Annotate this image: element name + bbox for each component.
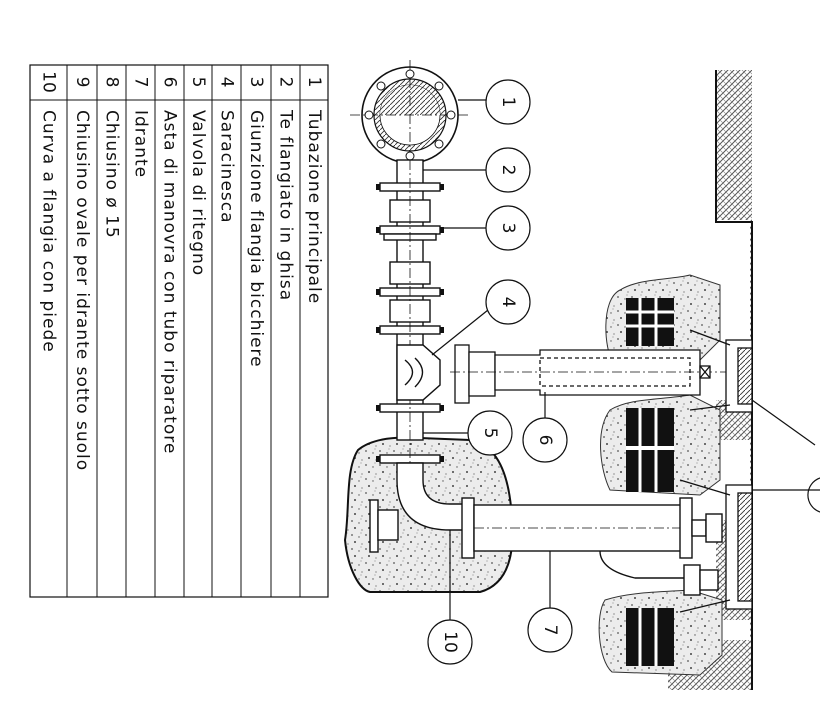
brick-blocks-middle (626, 408, 674, 492)
legend-number: 8 (102, 77, 122, 88)
svg-text:3: 3 (498, 223, 518, 234)
brick-blocks-upper (626, 298, 674, 346)
callout-6: 6 (522, 392, 568, 463)
legend-border (29, 64, 329, 598)
svg-text:2: 2 (498, 165, 518, 176)
callout-4: 4 (431, 279, 531, 356)
legend-number: 2 (276, 77, 296, 88)
legend-label: Tubazione principale (304, 109, 324, 304)
manhole-frames (679, 329, 753, 613)
callout-7: 7 (527, 551, 573, 653)
legend-label: Chiusino ø 15 (102, 110, 122, 239)
legend-number: 4 (217, 77, 237, 88)
legend-number: 1 (304, 77, 324, 88)
svg-text:5: 5 (480, 428, 500, 439)
legend-label: Asta di manovra con tubo riparatore (160, 110, 180, 454)
legend-number: 6 (160, 77, 180, 88)
main-pipe-section (350, 60, 470, 170)
svg-text:7: 7 (540, 625, 560, 636)
legend-label: Giunzione flangia bicchiere (246, 110, 266, 368)
callout-5: 5 (423, 410, 513, 456)
operating-stem (450, 344, 735, 404)
legend-number: 10 (39, 71, 59, 93)
svg-text:10: 10 (440, 631, 460, 653)
legend-label: Idrante (131, 110, 151, 178)
ground-line (715, 70, 753, 690)
legend-number: 5 (188, 77, 208, 88)
svg-text:1: 1 (498, 97, 518, 108)
legend-label: Saracinesca (217, 110, 237, 224)
hydrant-assembly (369, 462, 723, 596)
callouts: 1 2 3 4 5 6 7 (423, 79, 820, 665)
legend-number: 3 (246, 77, 266, 88)
legend-number: 7 (131, 77, 151, 88)
pipe-train (376, 159, 444, 470)
ground-section (668, 70, 820, 695)
callout-10: 10 (427, 530, 473, 665)
svg-text:6: 6 (535, 435, 555, 446)
svg-text:4: 4 (498, 297, 518, 308)
callout-2: 2 (423, 147, 531, 193)
legend-label: Chiusino ovale per idrante sotto suolo (72, 110, 92, 471)
callout-3: 3 (440, 205, 531, 251)
legend-label: Valvola di ritegno (188, 110, 208, 276)
legend-number: 9 (72, 77, 92, 88)
legend-label: Curva a flangia con piede (39, 110, 59, 353)
callout-1: 1 (458, 79, 531, 125)
legend-label: Te flangiato in ghisa (276, 109, 296, 301)
callout-leaders-right (751, 399, 820, 513)
brick-blocks-lower (626, 608, 674, 666)
